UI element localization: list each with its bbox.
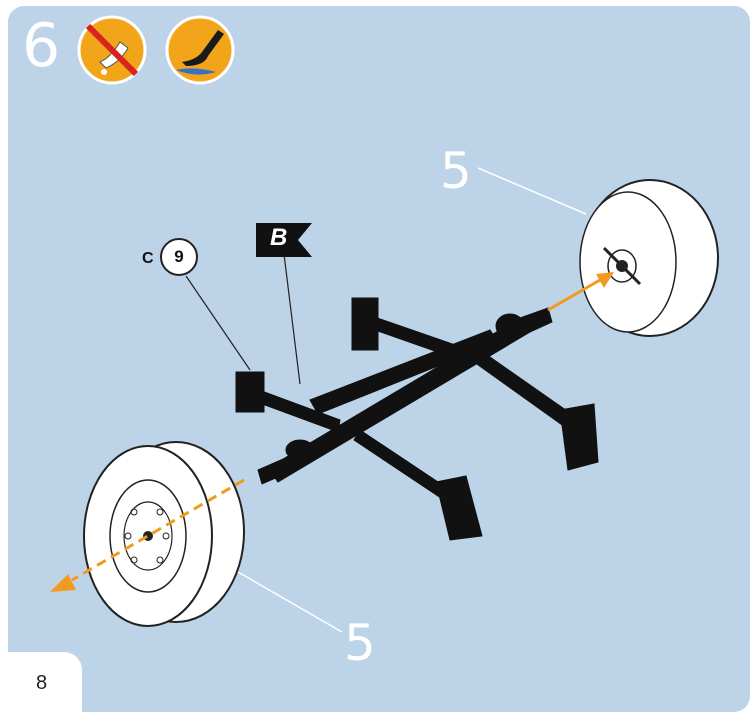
leader-line-bottom [238, 572, 342, 632]
part-label-bottom: 5 [344, 618, 376, 668]
page-number: 8 [36, 672, 47, 695]
left-wheel [84, 442, 244, 626]
paint-icon [167, 17, 233, 83]
sprue-flag-line [284, 254, 300, 384]
part-label-top: 5 [440, 146, 472, 196]
no-glue-icon [79, 17, 145, 83]
part-callout-line [186, 276, 250, 370]
part-number-badge: 9 [160, 238, 198, 276]
leader-line-top [478, 168, 586, 214]
sprue-flag-letter: B [270, 224, 287, 252]
axle-assembly [236, 298, 598, 540]
right-wheel [580, 180, 718, 336]
sprue-letter: C [142, 250, 154, 268]
